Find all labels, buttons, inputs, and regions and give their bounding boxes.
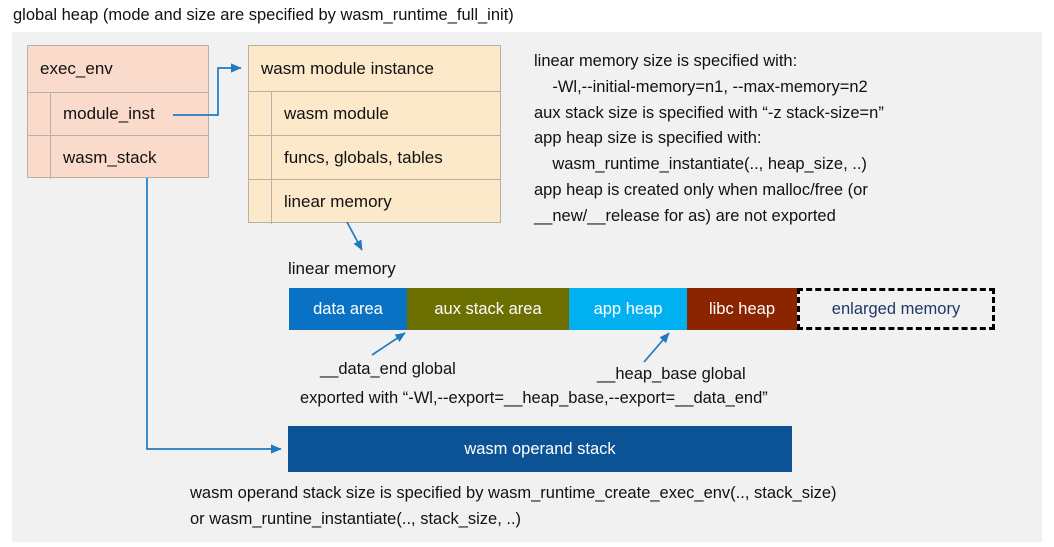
- module-instance-row-label: funcs, globals, tables: [284, 147, 443, 167]
- module-instance-row-linear-memory: linear memory: [249, 180, 500, 224]
- indent-gutter: [249, 92, 272, 135]
- data-end-annotation: __data_end global: [320, 360, 456, 378]
- exec-env-header: exec_env: [28, 46, 208, 93]
- exported-annotation: exported with “-Wl,--export=__heap_base,…: [300, 389, 768, 407]
- page-title: global heap (mode and size are specified…: [13, 6, 514, 24]
- module-instance-row-label: wasm module: [284, 103, 389, 123]
- memory-segment-label: aux stack area: [434, 299, 542, 318]
- linear-memory-note: linear memory size is specified with: -W…: [534, 52, 884, 225]
- exec-env-box: exec_env module_inst wasm_stack: [27, 45, 209, 179]
- linear-memory-label: linear memory: [288, 259, 396, 278]
- indent-gutter: [249, 180, 272, 224]
- memory-segment-enlarged-memory: enlarged memory: [797, 288, 995, 330]
- exec-env-row-label: module_inst: [63, 104, 155, 123]
- module-instance-row-label: linear memory: [284, 192, 392, 211]
- wasm-module-instance-box: wasm module instance wasm module funcs, …: [248, 45, 501, 224]
- indent-gutter: [28, 136, 51, 179]
- indent-gutter: [249, 136, 272, 179]
- memory-segment-app-heap: app heap: [569, 288, 687, 330]
- memory-segment-label: app heap: [593, 299, 663, 318]
- module-instance-row-funcs-globals-tables: funcs, globals, tables: [249, 136, 500, 180]
- heap-base-annotation: __heap_base global: [597, 365, 746, 383]
- module-instance-header-label: wasm module instance: [261, 58, 434, 78]
- exec-env-header-label: exec_env: [40, 59, 113, 78]
- linear-memory-bar: data area aux stack area app heap libc heap…: [289, 288, 995, 330]
- module-instance-row-wasm-module: wasm module: [249, 92, 500, 136]
- memory-segment-label: data area: [313, 299, 383, 318]
- operand-stack-note: wasm operand stack size is specified by …: [190, 484, 837, 528]
- exec-env-row-module-inst: module_inst: [28, 93, 208, 136]
- wasm-operand-stack-label: wasm operand stack: [464, 439, 616, 458]
- memory-segment-data-area: data area: [289, 288, 407, 330]
- memory-segment-label: libc heap: [708, 299, 776, 318]
- indent-gutter: [28, 93, 51, 135]
- memory-segment-libc-heap: libc heap: [687, 288, 797, 330]
- exec-env-row-wasm-stack: wasm_stack: [28, 136, 208, 179]
- exec-env-row-label: wasm_stack: [63, 147, 157, 167]
- memory-segment-label: enlarged memory: [831, 299, 961, 318]
- wasm-operand-stack-bar: wasm operand stack: [288, 426, 792, 472]
- module-instance-header: wasm module instance: [249, 46, 500, 92]
- memory-segment-aux-stack-area: aux stack area: [407, 288, 569, 330]
